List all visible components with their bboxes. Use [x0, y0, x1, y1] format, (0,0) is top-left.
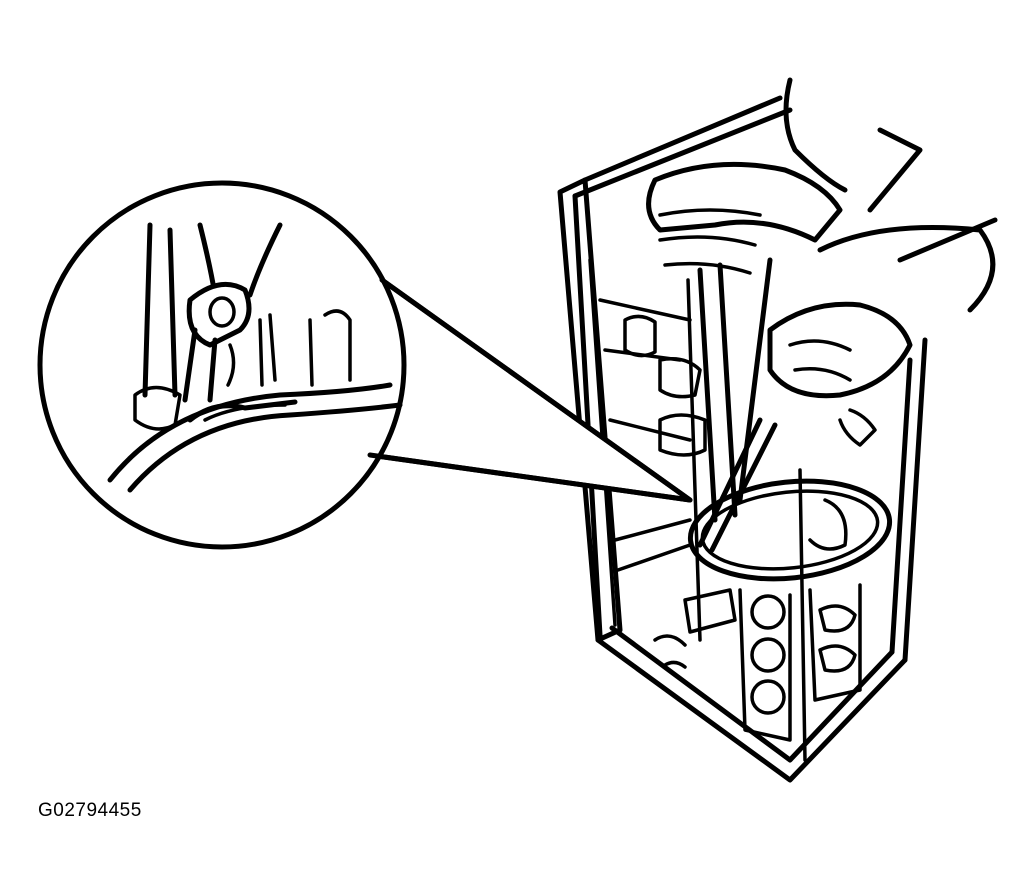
- seal-ring: [687, 478, 893, 582]
- callout-detail: [37, 180, 693, 550]
- technician-hands: [646, 77, 998, 553]
- figure-id-label: G02794455: [38, 800, 142, 821]
- callout-contents: [107, 222, 403, 493]
- engine-block: [557, 95, 928, 783]
